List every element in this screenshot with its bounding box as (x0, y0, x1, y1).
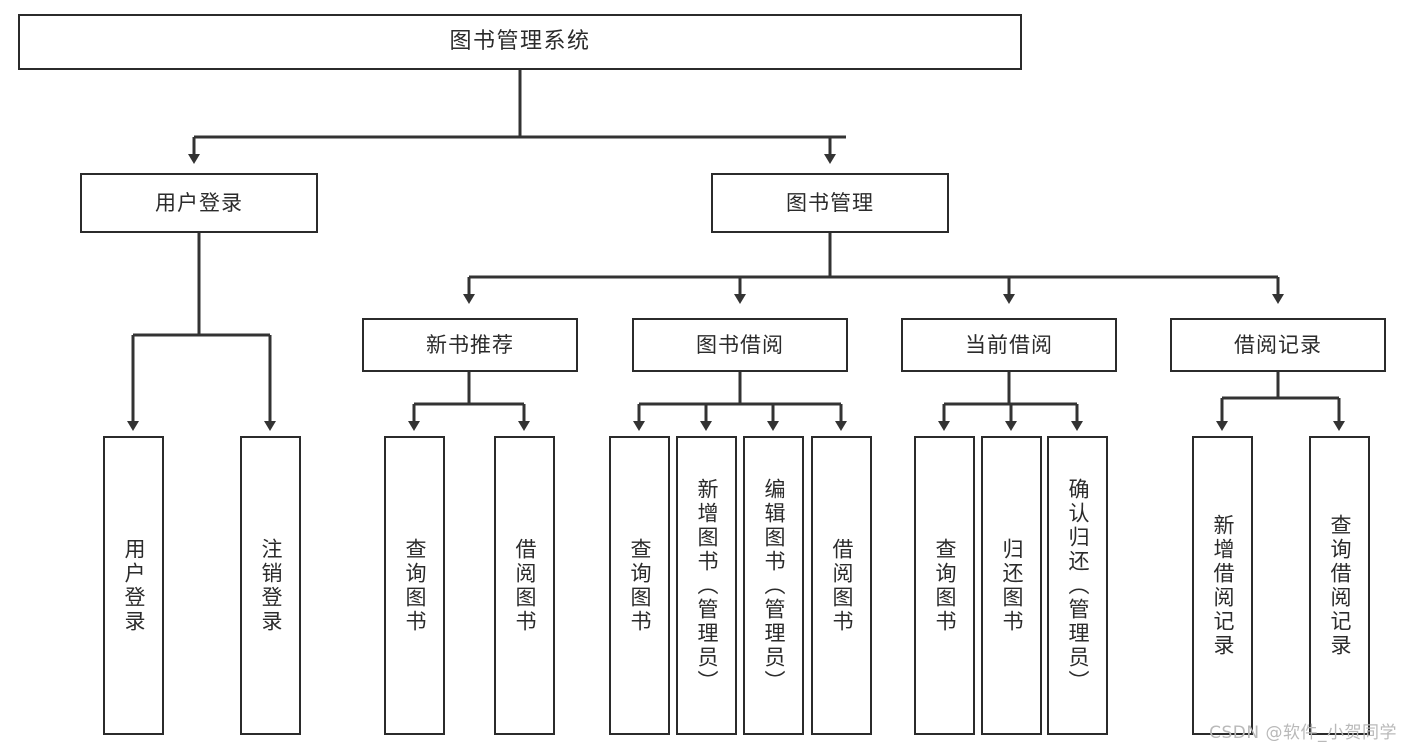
node-leaf-user-logout-label: 注销登录 (259, 537, 283, 634)
node-borrow-record-label: 借阅记录 (1234, 332, 1322, 357)
node-leaf-confirm-return[interactable]: 确认归还（管理员） (1047, 436, 1108, 735)
node-leaf-query-book-1-label: 查询图书 (403, 537, 427, 634)
node-new-book-recommend-label: 新书推荐 (426, 332, 514, 357)
node-leaf-confirm-return-label: 确认归还（管理员） (1066, 477, 1090, 694)
node-new-book-recommend[interactable]: 新书推荐 (362, 318, 578, 372)
node-leaf-add-book-label: 新增图书（管理员） (695, 477, 719, 694)
node-leaf-add-book[interactable]: 新增图书（管理员） (676, 436, 737, 735)
node-leaf-edit-book[interactable]: 编辑图书（管理员） (743, 436, 804, 735)
node-book-manage-label: 图书管理 (786, 190, 874, 215)
node-leaf-borrow-book-1[interactable]: 借阅图书 (494, 436, 555, 735)
node-root[interactable]: 图书管理系统 (18, 14, 1022, 70)
node-book-manage[interactable]: 图书管理 (711, 173, 949, 233)
node-user-login-label: 用户登录 (155, 190, 243, 215)
node-leaf-query-book-3-label: 查询图书 (933, 537, 957, 634)
node-leaf-user-login-label: 用户登录 (122, 537, 146, 634)
node-leaf-query-record[interactable]: 查询借阅记录 (1309, 436, 1370, 735)
node-leaf-add-record[interactable]: 新增借阅记录 (1192, 436, 1253, 735)
node-book-borrow-label: 图书借阅 (696, 332, 784, 357)
watermark-text: CSDN @软件_小贺同学 (1209, 723, 1397, 743)
node-root-label: 图书管理系统 (449, 29, 591, 55)
node-leaf-return-book[interactable]: 归还图书 (981, 436, 1042, 735)
node-leaf-borrow-book-2-label: 借阅图书 (830, 537, 854, 634)
node-leaf-add-record-label: 新增借阅记录 (1211, 513, 1235, 658)
node-current-borrow[interactable]: 当前借阅 (901, 318, 1117, 372)
node-leaf-query-book-3[interactable]: 查询图书 (914, 436, 975, 735)
node-leaf-query-book-2-label: 查询图书 (628, 537, 652, 634)
node-book-borrow[interactable]: 图书借阅 (632, 318, 848, 372)
node-leaf-user-logout[interactable]: 注销登录 (240, 436, 301, 735)
node-user-login[interactable]: 用户登录 (80, 173, 318, 233)
node-leaf-return-book-label: 归还图书 (1000, 537, 1024, 634)
node-leaf-borrow-book-1-label: 借阅图书 (513, 537, 537, 634)
node-leaf-user-login[interactable]: 用户登录 (103, 436, 164, 735)
node-leaf-query-record-label: 查询借阅记录 (1328, 513, 1352, 658)
node-leaf-borrow-book-2[interactable]: 借阅图书 (811, 436, 872, 735)
node-leaf-edit-book-label: 编辑图书（管理员） (762, 477, 786, 694)
node-leaf-query-book-1[interactable]: 查询图书 (384, 436, 445, 735)
node-current-borrow-label: 当前借阅 (965, 332, 1053, 357)
node-borrow-record[interactable]: 借阅记录 (1170, 318, 1386, 372)
node-leaf-query-book-2[interactable]: 查询图书 (609, 436, 670, 735)
